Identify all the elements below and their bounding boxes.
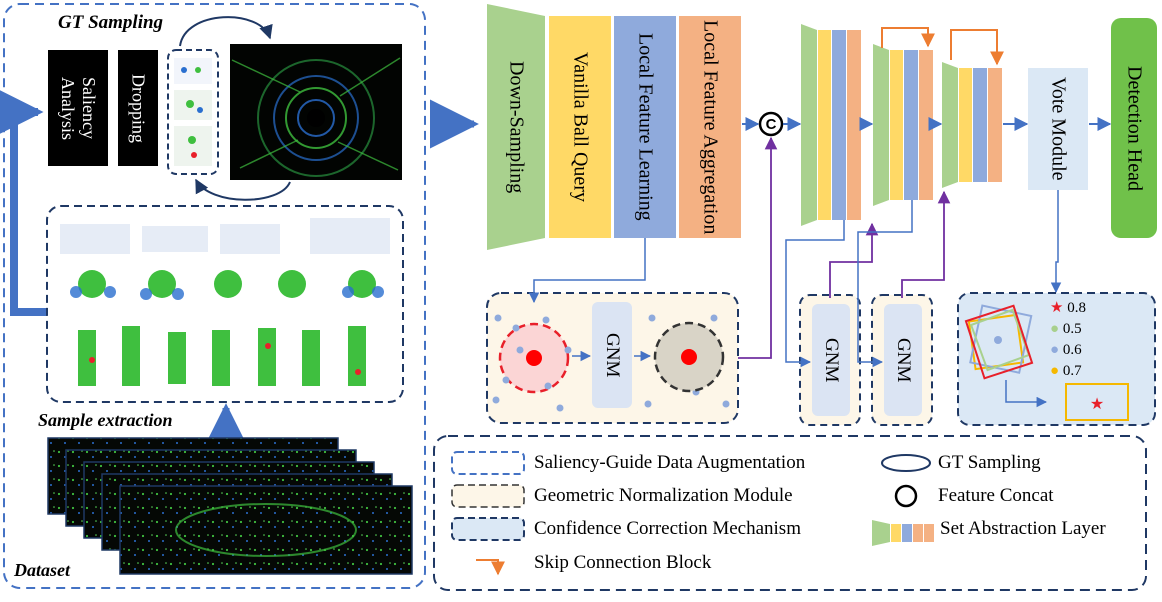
local-feature-learning-label: Local Feature Learning: [634, 33, 657, 221]
legend-swatch-confidence: [451, 517, 525, 541]
sample-extraction-label: Sample extraction: [38, 410, 173, 430]
local-feature-aggregation-block: [679, 16, 741, 238]
legend-swatch-gt-sampling: [881, 454, 931, 472]
candidate-boxes: [964, 304, 1034, 380]
legend-confidence-label: Confidence Correction Mechanism: [534, 518, 801, 539]
vanilla-ball-query-label: Vanilla Ball Query: [569, 52, 592, 202]
star-icon: ★: [1050, 300, 1064, 316]
legend-frame: [433, 435, 1147, 591]
saliency-analysis-label: Saliency Analysis: [58, 76, 99, 140]
sa-layer-3: [942, 62, 1002, 188]
legend-concat-icon: [894, 484, 918, 508]
vote-module-label: Vote Module: [1047, 77, 1070, 181]
down-sampling-block: [487, 4, 545, 250]
sa-layer-2: [873, 44, 933, 206]
gnm-label-1: GNM: [821, 337, 842, 383]
legend-gnm-label: Geometric Normalization Module: [534, 485, 793, 506]
vanilla-ball-query-block: [549, 16, 611, 238]
gt-sampling-arrow-top: [179, 16, 273, 47]
object-samples-grid: [60, 218, 390, 386]
confidence-item-2: ● 0.5: [1050, 321, 1082, 337]
concat-letter: C: [765, 115, 777, 133]
sa-layer-1: [801, 24, 861, 226]
local-feature-learning-block: [614, 16, 676, 238]
skip-connection-1: [881, 27, 935, 48]
dropping-label: Dropping: [128, 73, 149, 143]
skip-connection-2: [950, 29, 1004, 66]
dataset-label: Dataset: [14, 560, 70, 580]
legend-swatch-sa-layer: [872, 520, 934, 546]
confidence-list: ★ 0.8 ● 0.5 ● 0.6 ● 0.7: [1050, 298, 1086, 382]
gnm-main-label: GNM: [602, 332, 623, 378]
vote-module-block: [1028, 68, 1088, 190]
gnm-label-2: GNM: [893, 337, 914, 383]
legend-swatch-saliency: [451, 451, 525, 475]
circle-icon: ●: [1050, 342, 1060, 358]
corrected-box: [1065, 383, 1129, 421]
object-samples-frame: [46, 205, 404, 403]
feedback-arrow: [0, 84, 47, 316]
down-sampling-label: Down-Sampling: [505, 60, 528, 194]
confidence-item-4: ● 0.7: [1050, 363, 1082, 379]
legend-saliency-label: Saliency-Guide Data Augmentation: [534, 452, 806, 473]
legend-swatch-skip: [476, 559, 505, 576]
legend-skip-label: Skip Connection Block: [534, 552, 712, 573]
circle-icon: ●: [1050, 363, 1060, 379]
saliency-analysis-box: [48, 50, 108, 166]
detection-head-label: Detection Head: [1123, 65, 1146, 191]
sample-car-thumb: [174, 58, 212, 84]
local-feature-aggregation-label: Local Feature Aggregation: [699, 19, 722, 235]
gnm-main-block: [592, 302, 632, 408]
legend-sa-layer-label: Set Abstraction Layer: [940, 518, 1106, 539]
gnm-to-concat-arrow: [738, 136, 778, 359]
svg-text:★: ★: [1090, 396, 1104, 413]
gt-sampling-arrow-bottom: [195, 178, 291, 201]
saliency-augmentation-panel: [3, 3, 426, 589]
dropping-box: [118, 50, 158, 166]
confidence-correction-frame: [957, 292, 1156, 426]
gnm-block-2: [884, 304, 922, 416]
confidence-item-1: ★ 0.8: [1050, 300, 1086, 316]
gnm-block-1: [812, 304, 850, 416]
legend-concat-label: Feature Concat: [938, 485, 1054, 506]
sample-column-frame: [167, 49, 219, 175]
circle-icon: ●: [1050, 321, 1060, 337]
legend-swatch-gnm: [451, 484, 525, 508]
concat-symbol: [758, 111, 784, 137]
detection-head-block: [1111, 18, 1157, 238]
confidence-item-3: ● 0.6: [1050, 342, 1082, 358]
gt-sampling-title: GT Sampling: [58, 12, 164, 33]
legend-gt-sampling-label: GT Sampling: [938, 452, 1041, 473]
sample-pedestrian-thumb: [174, 126, 212, 166]
dataset-stack: [47, 437, 413, 575]
